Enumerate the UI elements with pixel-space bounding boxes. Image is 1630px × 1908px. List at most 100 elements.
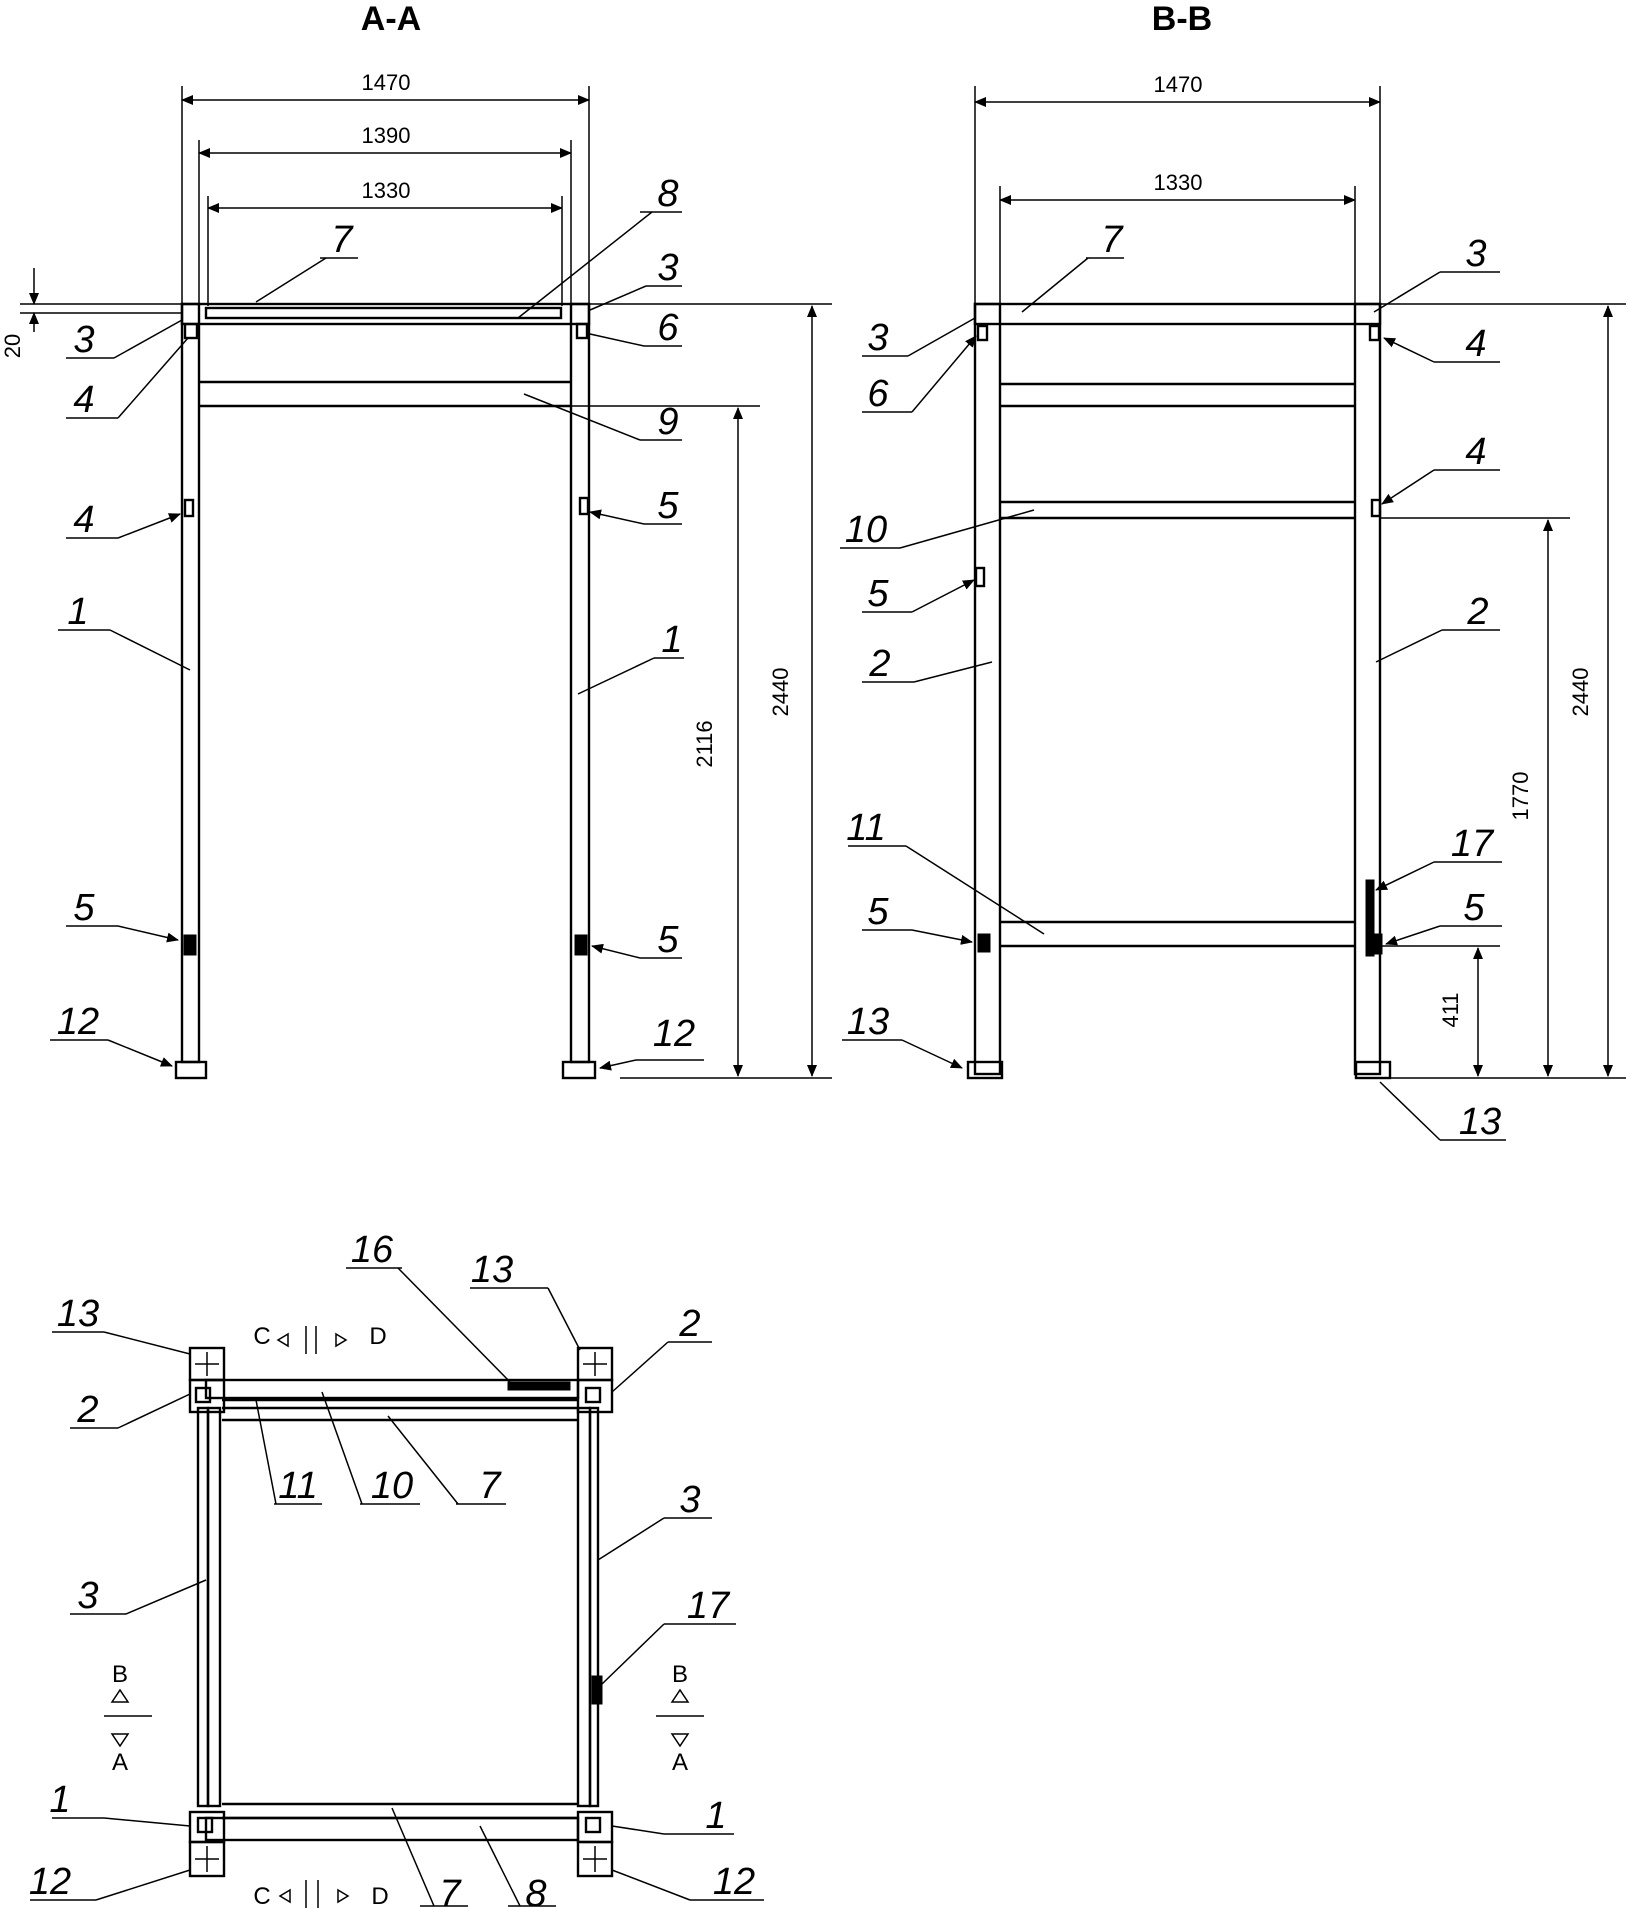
svg-text:411: 411: [1438, 992, 1463, 1027]
bb-dim-1470: 1470: [974, 72, 1381, 107]
section-mark-c-bottom: C: [253, 1883, 270, 1908]
bb-clip-4-top: [1368, 324, 1381, 342]
plan-rail-left: [206, 1406, 222, 1808]
plan-part-17: [591, 1675, 603, 1705]
plan-post-1-right: [576, 1810, 614, 1844]
section-mark-c-top: C: [253, 1323, 270, 1350]
callout-bb-13-left: 13: [847, 1001, 889, 1043]
callout-aa-4-top: 4: [73, 379, 94, 421]
view-plan: C D C D B A B A 16: [29, 1229, 764, 1908]
aa-clip-4-top: [183, 322, 199, 340]
plan-part-16: [507, 1381, 571, 1391]
plan-base-13-left: [188, 1346, 226, 1382]
callout-plan-12-right: 12: [713, 1861, 755, 1903]
svg-text:20: 20: [0, 334, 25, 358]
aa-frame: [174, 302, 597, 1080]
callout-plan-12-left: 12: [29, 1861, 71, 1903]
callout-bb-5-left-low: 5: [867, 891, 889, 933]
callout-bb-11: 11: [846, 807, 885, 849]
aa-beam-7: [204, 306, 563, 320]
callout-plan-1-left: 1: [49, 1779, 70, 1821]
section-mark-a-right: A: [672, 1749, 688, 1776]
callout-plan-17: 17: [687, 1585, 731, 1627]
bb-foot-right: [1354, 1060, 1392, 1080]
callout-plan-3-left: 3: [77, 1575, 98, 1617]
bb-clip-5-right-low: [1371, 933, 1383, 955]
bb-dim-411: 411: [1438, 947, 1483, 1077]
callout-bb-2-left: 2: [868, 643, 890, 685]
callout-aa-3-right: 3: [657, 247, 678, 289]
plan-frame: [188, 1346, 614, 1878]
callout-plan-1-right: 1: [705, 1795, 726, 1837]
callout-aa-4-mid: 4: [73, 499, 94, 541]
aa-dim-1330: 1330: [207, 178, 563, 213]
callout-aa-8: 8: [657, 173, 678, 215]
section-mark-b-left: B: [112, 1661, 128, 1688]
aa-clip-6: [575, 322, 589, 340]
bb-top-beam: [973, 302, 1382, 326]
callout-plan-2-left: 2: [76, 1389, 98, 1431]
callout-plan-13-top-left: 13: [57, 1293, 99, 1335]
callout-bb-4-mid: 4: [1465, 431, 1486, 473]
aa-dim-20: 20: [0, 268, 39, 358]
view-aa-title: A-A: [361, 0, 421, 38]
bb-clip-6: [976, 324, 989, 342]
view-bb: B-B 1470 1330 2440 1770: [840, 0, 1626, 1143]
callout-plan-7-top: 7: [479, 1465, 502, 1507]
callout-aa-12-right: 12: [653, 1013, 695, 1055]
view-bb-title: B-B: [1152, 0, 1212, 38]
callout-plan-13-top-right: 13: [471, 1249, 513, 1291]
callout-aa-3-left: 3: [73, 319, 94, 361]
callout-bb-5-right-low: 5: [1463, 887, 1485, 929]
section-mark-d-bottom: D: [371, 1883, 388, 1908]
svg-text:2116: 2116: [692, 720, 717, 767]
bb-part-17: [1365, 879, 1375, 957]
aa-extension-lines: [20, 86, 832, 1079]
plan-section-marks: C D C D B A B A: [104, 1323, 704, 1908]
callout-aa-6: 6: [657, 307, 679, 349]
aa-dim-2440: 2440: [768, 305, 817, 1077]
aa-callouts: 7 8 3 6 3 4 9 4 5 1 1 5 5: [50, 173, 704, 1071]
aa-clip-5-mid: [578, 496, 590, 516]
callout-bb-6: 6: [867, 373, 889, 415]
section-mark-d-top: D: [369, 1323, 386, 1350]
callout-plan-11: 11: [278, 1465, 317, 1507]
bb-clip-5-left-low: [977, 933, 991, 953]
section-mark-b-right: B: [672, 1661, 688, 1688]
callout-aa-9: 9: [657, 401, 678, 443]
callout-aa-5-right-low: 5: [657, 919, 679, 961]
bb-dim-1770: 1770: [1508, 519, 1553, 1077]
bb-left-post: [973, 302, 1002, 1076]
callout-bb-17: 17: [1451, 823, 1495, 865]
svg-text:1330: 1330: [362, 178, 411, 203]
bb-frame: [966, 302, 1392, 1080]
aa-clip-4-mid: [183, 498, 195, 518]
aa-foot-right: [561, 1060, 597, 1080]
svg-text:1330: 1330: [1154, 170, 1203, 195]
callout-bb-5-left-mid: 5: [867, 573, 889, 615]
plan-callouts: 16 13 13 2 2 11 10 7 3 3 17 1 1: [29, 1229, 764, 1908]
svg-text:1470: 1470: [1154, 72, 1203, 97]
callout-bb-13-right: 13: [1459, 1101, 1501, 1143]
callout-plan-10: 10: [371, 1465, 413, 1507]
bb-extension-lines: [974, 86, 1626, 1079]
callout-bb-3-right: 3: [1465, 233, 1486, 275]
callout-aa-5-left-low: 5: [73, 887, 95, 929]
bb-dim-2440: 2440: [1568, 305, 1613, 1077]
plan-base-12-right: [576, 1840, 614, 1878]
callout-aa-1-left: 1: [67, 591, 88, 633]
bb-clip-4-mid: [1370, 498, 1382, 518]
plan-beam-8: [204, 1816, 580, 1842]
aa-foot-left: [174, 1060, 208, 1080]
plan-base-13-right: [576, 1346, 614, 1382]
aa-dim-1390: 1390: [198, 123, 572, 158]
callout-plan-16: 16: [351, 1229, 394, 1271]
svg-text:1770: 1770: [1508, 772, 1533, 821]
callout-plan-7-bottom: 7: [439, 1873, 462, 1908]
callout-bb-7: 7: [1101, 219, 1124, 261]
view-aa: A-A 1470 1390 1330: [0, 0, 832, 1080]
bb-right-post: [1353, 302, 1382, 1076]
bb-clip-5-mid: [974, 566, 986, 588]
plan-base-12-left: [188, 1840, 226, 1878]
